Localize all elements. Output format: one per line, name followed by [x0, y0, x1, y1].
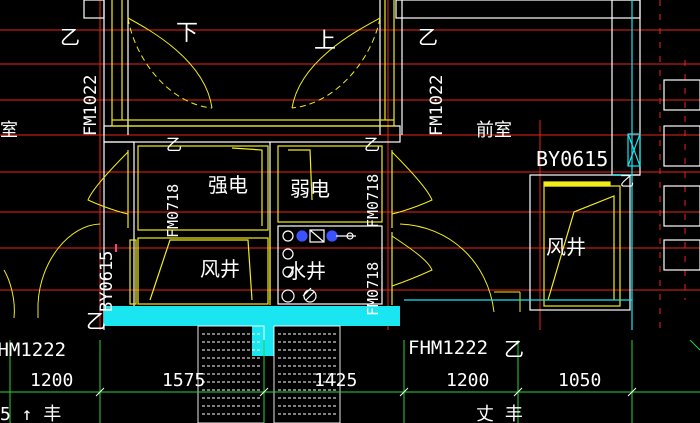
axis-bottom-label-left: 5 ↑ 丰 — [0, 404, 61, 423]
axis-bottom-label-right: 丈 丰 — [476, 404, 523, 423]
door-tag-fm0718-water: FM0718 — [364, 262, 382, 316]
stair-down-mark: 下 — [176, 21, 198, 46]
door-tag-fm1022-left: FM1022 — [81, 75, 101, 136]
glyph-mark: 乙 — [418, 25, 438, 49]
stair-up-mark: 上 — [314, 29, 336, 54]
room-weak-electric: 弱电 — [290, 177, 330, 201]
door-tag-fhm1222-left: FHM1222 — [0, 339, 66, 361]
room-air-shaft-right: 风井 — [546, 235, 586, 259]
dimension-lines — [0, 339, 700, 423]
room-left-partial: 室 — [0, 120, 18, 141]
door-tag-by0615-left: BY0615 — [97, 251, 117, 312]
dimension-value: 1200 — [30, 370, 73, 391]
room-strong-electric: 强电 — [208, 173, 248, 197]
dimension-value: 1200 — [446, 370, 489, 391]
door-tag-by0615-right: BY0615 — [536, 147, 608, 171]
door-tag-fm0718-weak: FM0718 — [364, 174, 382, 228]
glyph-mark: 乙 — [86, 309, 106, 333]
door-tag-fm0718-strong: FM0718 — [164, 184, 182, 238]
glyph-mark: 乙 — [60, 25, 80, 49]
yellow-walls — [111, 0, 621, 307]
dimension-value: 1425 — [314, 370, 357, 391]
room-air-shaft-left: 风井 — [200, 257, 240, 281]
door-swings — [3, 17, 521, 319]
water-shaft-equipment — [277, 225, 383, 305]
dimension-value: 1575 — [162, 370, 205, 391]
glyph-mark: 乙 — [620, 174, 634, 190]
axis-grid — [0, 0, 700, 330]
door-tag-fm1022-right: FM1022 — [427, 75, 447, 136]
room-water-shaft: 水井 — [286, 259, 326, 283]
dimension-value: 1050 — [558, 370, 601, 391]
cyan-elements — [104, 0, 641, 356]
glyph-mark: 乙 — [504, 337, 524, 361]
glyph-mark: 乙 — [166, 135, 182, 154]
glyph-mark: 乙 — [364, 135, 380, 154]
room-front-room: 前室 — [476, 120, 512, 141]
door-tag-fhm1222-right: FHM1222 — [408, 337, 488, 359]
